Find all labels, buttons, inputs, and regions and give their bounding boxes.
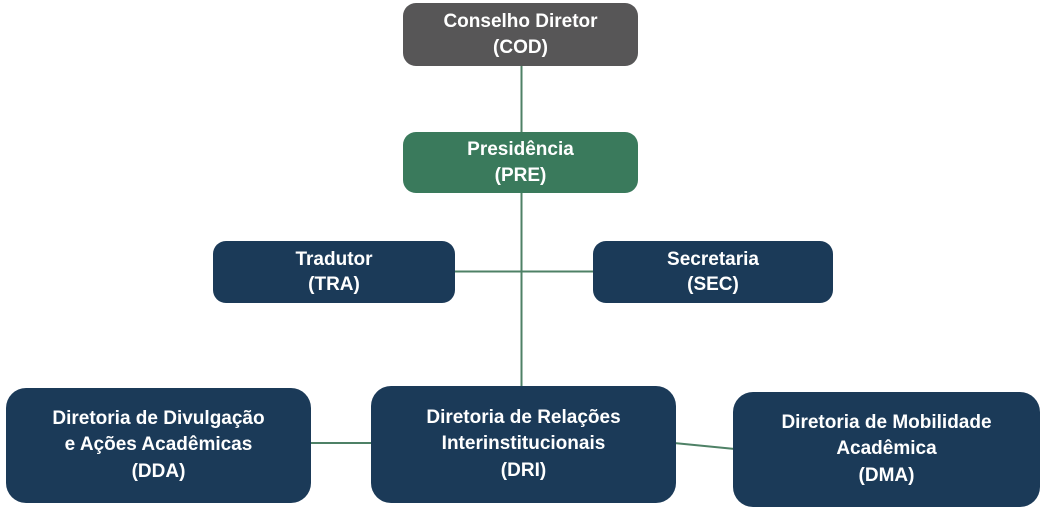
node-title: Presidência bbox=[467, 139, 574, 161]
node-title: Conselho Diretor bbox=[443, 11, 598, 33]
node-diretoria-relacoes: Diretoria de Relações Interinstitucionai… bbox=[371, 386, 676, 503]
node-title: Tradutor bbox=[295, 248, 373, 270]
node-title: Secretaria bbox=[667, 248, 759, 270]
node-abbrev: (SEC) bbox=[687, 274, 739, 295]
edge-dri-dma bbox=[673, 442, 736, 450]
node-abbrev: (DRI) bbox=[500, 459, 547, 481]
node-presidencia: Presidência (PRE) bbox=[403, 132, 638, 193]
node-abbrev: (DMA) bbox=[858, 464, 915, 486]
node-diretoria-mobilidade: Diretoria de Mobilidade Acadêmica (DMA) bbox=[733, 392, 1040, 507]
node-abbrev: (COD) bbox=[493, 36, 548, 58]
node-title-line2: Acadêmica bbox=[836, 438, 937, 460]
node-abbrev: (TRA) bbox=[308, 274, 360, 295]
node-diretoria-divulgacao: Diretoria de Divulgação e Ações Acadêmic… bbox=[6, 388, 311, 503]
node-title-line1: Diretoria de Divulgação bbox=[52, 408, 265, 430]
node-secretaria: Secretaria (SEC) bbox=[593, 241, 833, 303]
node-title-line2: e Ações Acadêmicas bbox=[64, 434, 253, 456]
node-tradutor: Tradutor (TRA) bbox=[213, 241, 455, 303]
node-title-line1: Diretoria de Mobilidade bbox=[781, 412, 992, 434]
node-conselho-diretor: Conselho Diretor (COD) bbox=[403, 3, 638, 66]
node-abbrev: (DDA) bbox=[131, 460, 186, 482]
node-title-line2: Interinstitucionais bbox=[441, 433, 606, 455]
node-title-line1: Diretoria de Relações bbox=[426, 407, 621, 429]
node-abbrev: (PRE) bbox=[494, 164, 547, 186]
